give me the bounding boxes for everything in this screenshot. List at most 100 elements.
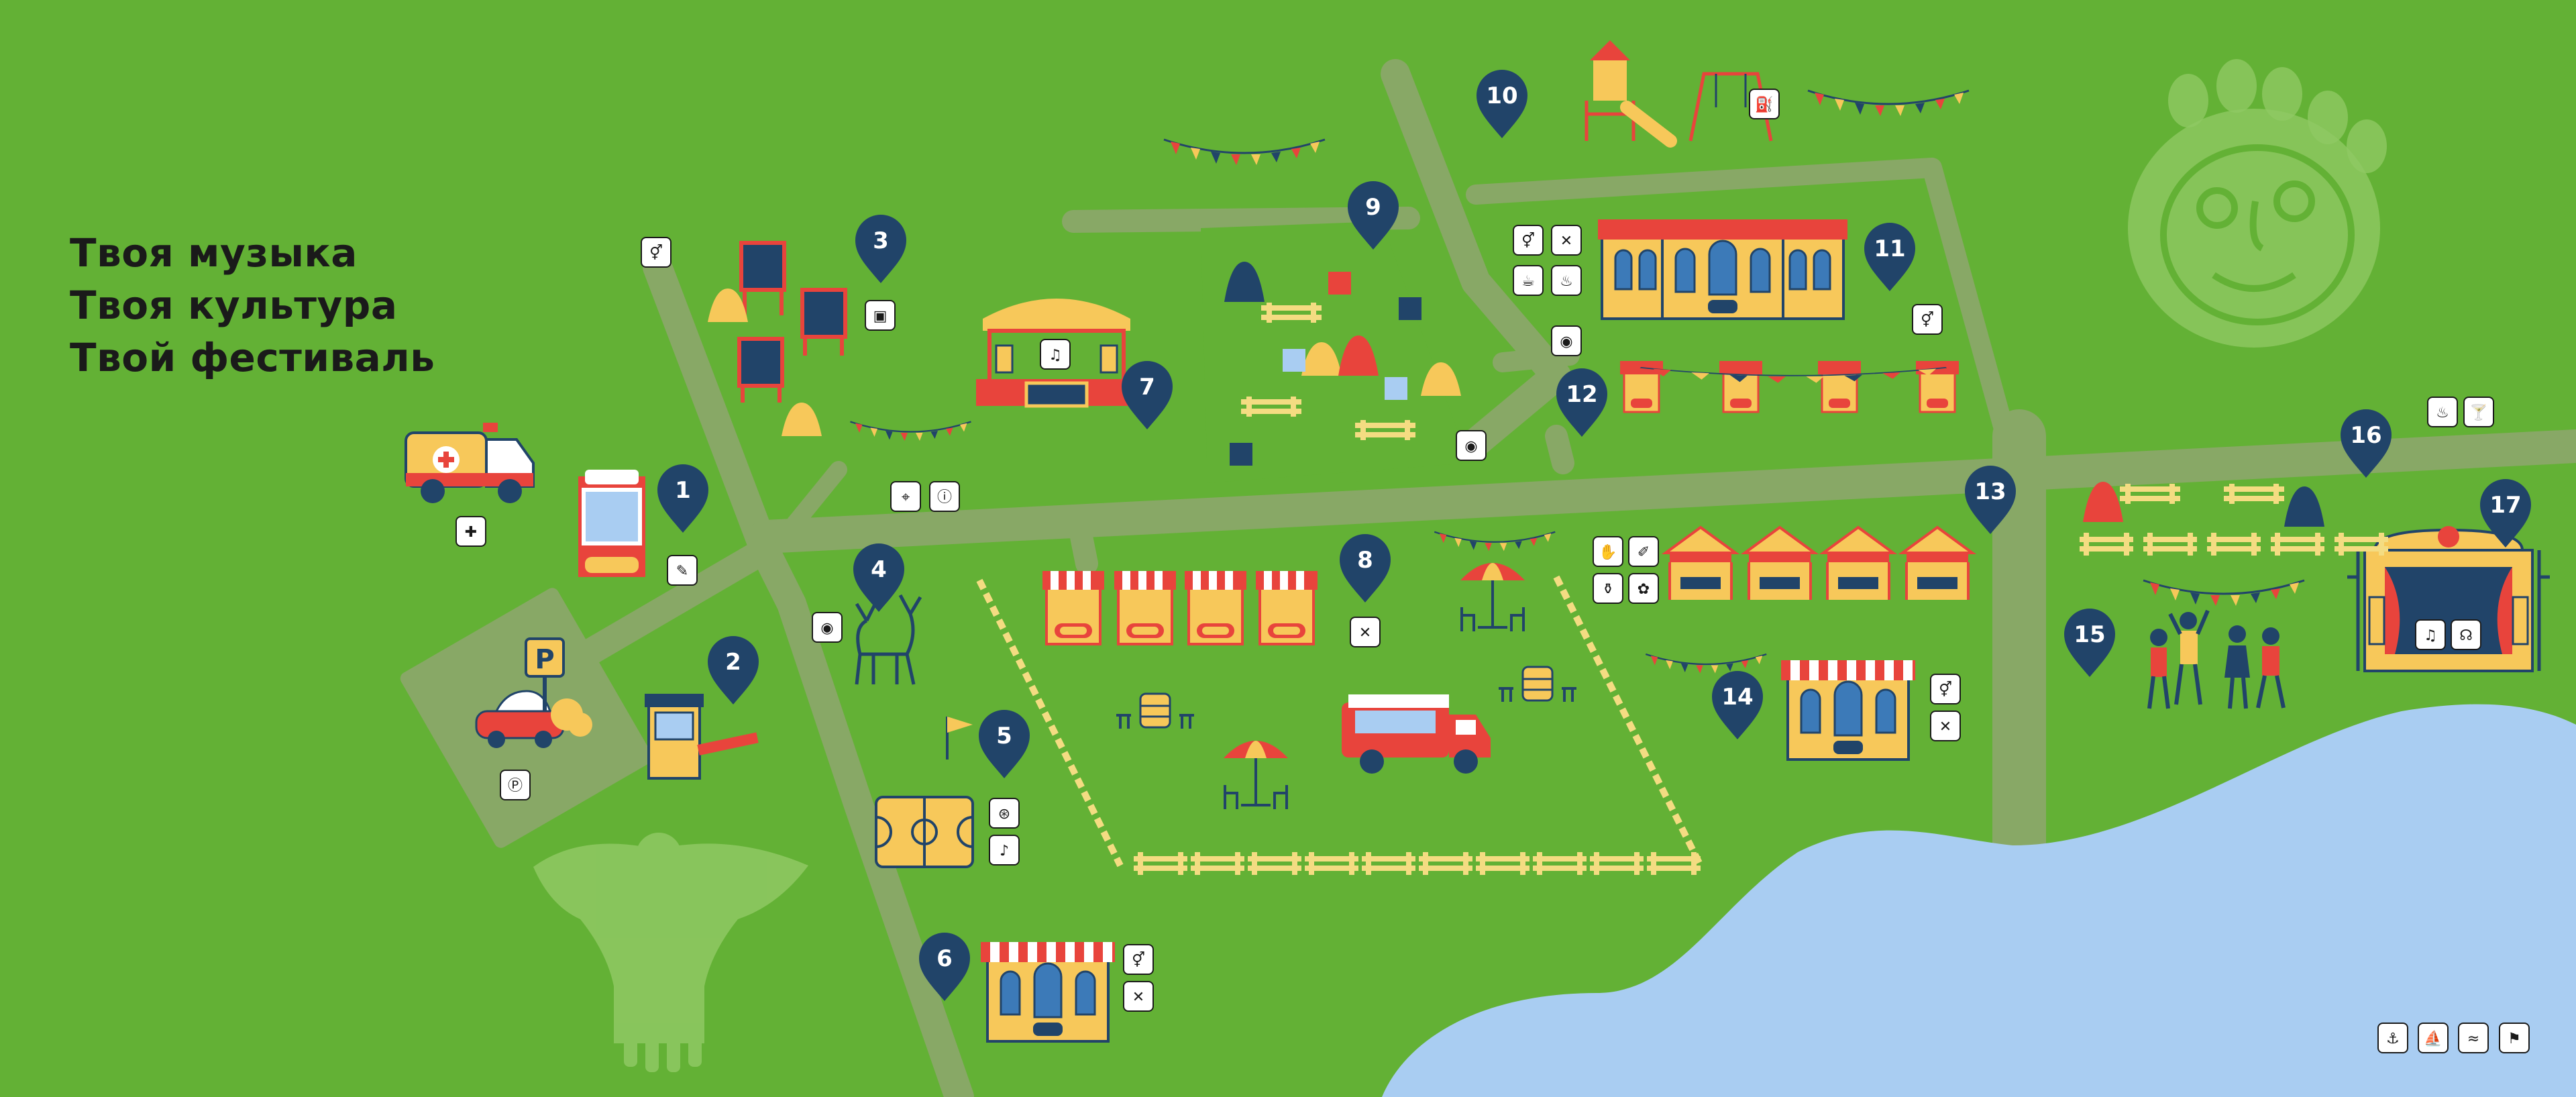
svg-text:11: 11: [1874, 236, 1905, 262]
svg-text:4: 4: [871, 556, 887, 583]
svg-text:◉: ◉: [820, 620, 833, 637]
svg-text:⚥: ⚥: [649, 244, 663, 262]
restaurant-icon: ♨: [2427, 397, 2458, 427]
sun-face-watermark: [2128, 59, 2387, 348]
location-pin-11[interactable]: 11: [1864, 223, 1915, 291]
svg-text:7: 7: [1139, 374, 1155, 401]
svg-text:▣: ▣: [873, 308, 888, 325]
tagline-line-1: Твоя музыка: [70, 230, 358, 276]
svg-text:10: 10: [1486, 83, 1517, 109]
first-aid-icon: ✚: [455, 516, 486, 547]
svg-text:⚥: ⚥: [1939, 680, 1952, 698]
restroom-icon: ⚥: [1123, 944, 1154, 975]
location-pin-12[interactable]: 12: [1556, 368, 1607, 437]
stage-fence: [2080, 533, 2388, 556]
bird-watermark: [533, 833, 808, 1072]
ticket-icon: ✎: [667, 555, 698, 586]
cutlery-icon: ✕: [1350, 617, 1381, 647]
location-pin-5[interactable]: 5: [979, 710, 1030, 778]
parking-sign: P: [525, 637, 565, 711]
small-stalls: [1620, 361, 1959, 413]
dancers: [2147, 609, 2286, 709]
music-icon: ♫: [2415, 619, 2446, 650]
location-pin-15[interactable]: 15: [2064, 609, 2115, 677]
location-pin-7[interactable]: 7: [1122, 361, 1173, 429]
waves-icon: ≈: [2458, 1023, 2489, 1053]
svg-text:⚑: ⚑: [2508, 1031, 2521, 1047]
svg-text:8: 8: [1357, 547, 1373, 574]
svg-text:♨: ♨: [1560, 273, 1573, 290]
sailboat-icon: ⛵: [2418, 1023, 2449, 1053]
location-pin-16[interactable]: 16: [2341, 409, 2392, 478]
drink-station-icon: ⛽: [1749, 89, 1780, 119]
info-icon: ⓘ: [929, 481, 960, 512]
dj-icon: ☊: [2451, 619, 2481, 650]
svg-text:15: 15: [2074, 621, 2105, 648]
location-pin-4[interactable]: 4: [853, 543, 904, 612]
svg-text:✕: ✕: [1939, 719, 1951, 735]
playground: [1585, 40, 1773, 148]
pottery-icon: ⚱: [1593, 573, 1623, 604]
svg-text:5: 5: [996, 723, 1012, 749]
deer-sculpture: [855, 594, 922, 685]
restroom-icon: ⚥: [1912, 304, 1943, 335]
svg-text:⚥: ⚥: [1521, 231, 1535, 250]
location-pin-1[interactable]: 1: [657, 464, 708, 533]
restroom-icon: ⚥: [641, 237, 672, 268]
cutlery-icon: ✕: [1123, 981, 1154, 1012]
tennis-icon: ♪: [989, 835, 1020, 866]
south-cafe: [979, 941, 1116, 1043]
walkways: [550, 59, 2576, 1097]
music-stage: [976, 299, 1137, 408]
location-pin-9[interactable]: 9: [1348, 181, 1399, 250]
svg-text:13: 13: [1974, 478, 2006, 505]
svg-text:☊: ☊: [2459, 627, 2473, 644]
tagline-line-2: Твоя культура: [70, 282, 398, 328]
craft-tents: [1664, 526, 1974, 601]
camera-icon: ◉: [812, 612, 843, 643]
svg-text:⛽: ⛽: [1755, 96, 1773, 113]
market-fence: [976, 575, 1704, 875]
kayak-icon: ⚓: [2377, 1023, 2408, 1053]
lake: [1382, 704, 2576, 1097]
cocktail-icon: 🍸: [2463, 397, 2494, 427]
location-pin-8[interactable]: 8: [1340, 534, 1391, 603]
barrier-booth: [645, 694, 759, 780]
svg-text:⚓: ⚓: [2386, 1031, 2400, 1047]
location-pins: 1 2 3 4 5 6 7 8 9 10 11 12 13 14 15 16 1…: [657, 70, 2531, 1001]
svg-text:12: 12: [1566, 381, 1597, 408]
festival-tagline: Твоя музыка Твоя культура Твой фестиваль: [70, 227, 435, 384]
location-pin-2[interactable]: 2: [708, 636, 759, 704]
cafe-house: [1780, 659, 1917, 761]
svg-text:9: 9: [1365, 194, 1381, 221]
bean-bags-other: [1224, 262, 2324, 527]
svg-text:✕: ✕: [1560, 233, 1572, 250]
svg-text:⚱: ⚱: [1602, 581, 1614, 598]
sports-court: [875, 796, 974, 868]
svg-text:✿: ✿: [1638, 581, 1650, 598]
parking-sign-letter: P: [535, 644, 554, 675]
park-blocks: [1230, 272, 1421, 466]
svg-text:1: 1: [675, 477, 691, 504]
svg-text:ⓘ: ⓘ: [937, 489, 952, 506]
svg-text:2: 2: [725, 649, 741, 676]
ambulance: [405, 423, 535, 503]
svg-text:✚: ✚: [465, 524, 477, 541]
svg-text:17: 17: [2489, 492, 2521, 519]
main-stage: [2347, 526, 2550, 672]
cutlery-icon: ✕: [1930, 711, 1961, 741]
location-pin-17[interactable]: 17: [2480, 479, 2531, 547]
ticket-kiosk: [578, 470, 645, 577]
location-pin-6[interactable]: 6: [919, 933, 970, 1001]
location-pin-14[interactable]: 14: [1712, 671, 1763, 739]
svg-text:✕: ✕: [1132, 989, 1144, 1006]
svg-text:16: 16: [2350, 422, 2381, 449]
flag-marker: [946, 717, 973, 760]
tagline-line-3: Твой фестиваль: [70, 335, 435, 380]
location-pin-13[interactable]: 13: [1965, 466, 2016, 534]
svg-text:☕: ☕: [1521, 273, 1535, 290]
bean-bags-yellow: [708, 289, 1461, 436]
location-pin-10[interactable]: 10: [1477, 70, 1527, 138]
location-pin-3[interactable]: 3: [855, 215, 906, 283]
